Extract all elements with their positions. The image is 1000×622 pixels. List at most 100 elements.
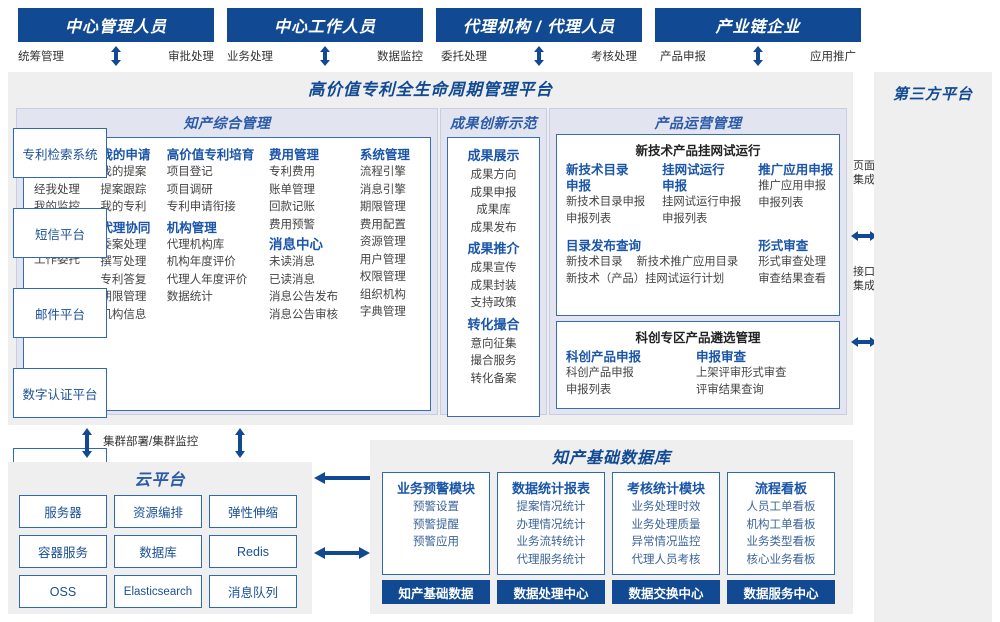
database-card-item[interactable]: 预警提醒	[413, 518, 459, 531]
database-footer[interactable]: 知产基础数据	[382, 580, 490, 604]
column-item[interactable]: 评审结果查询	[696, 384, 764, 396]
column-item[interactable]: 消息公告发布	[268, 291, 338, 303]
cloud-item-1[interactable]: 资源编排	[114, 495, 202, 528]
third-party-item-2[interactable]: 邮件平台	[13, 288, 107, 338]
cloud-item-3[interactable]: 容器服务	[19, 535, 107, 568]
achievement-item[interactable]: 支持政策	[470, 297, 517, 309]
column-item[interactable]: 推广应用申报	[758, 180, 827, 192]
achievement-item[interactable]: 成果封装	[470, 279, 517, 292]
achievement-item[interactable]: 撮合服务	[470, 355, 517, 367]
database-card-item[interactable]: 代理人员考核	[631, 553, 701, 566]
column-head[interactable]: 新技术目录申报	[566, 163, 629, 193]
column-item[interactable]: 形式审查处理	[758, 256, 827, 268]
column-head[interactable]: 机构管理	[166, 220, 217, 235]
achievement-item[interactable]: 成果宣传	[470, 262, 517, 274]
database-card-item[interactable]: 提案情况统计	[516, 501, 586, 513]
column-item[interactable]: 委案处理	[100, 238, 147, 251]
column-item[interactable]: 新技术推广应用目录	[636, 256, 739, 268]
column-item[interactable]: 机构信息	[100, 308, 147, 321]
column-item[interactable]: 已读消息	[268, 273, 315, 286]
column-item[interactable]: 费用预警	[268, 218, 315, 231]
achievement-item[interactable]: 意向征集	[470, 337, 517, 350]
column-item[interactable]: 撰写处理	[100, 256, 147, 268]
column-item[interactable]: 消息引擎	[359, 183, 406, 196]
database-card-item[interactable]: 机构工单看板	[746, 518, 816, 531]
achievement-item[interactable]: 成果库	[476, 204, 511, 216]
column-item[interactable]: 组织机构	[359, 288, 406, 301]
column-item[interactable]: 代理人年度评价	[166, 273, 248, 286]
column-item[interactable]: 字典管理	[359, 306, 406, 318]
third-party-item-1[interactable]: 短信平台	[13, 208, 107, 258]
achievement-head[interactable]: 成果展示	[467, 148, 520, 163]
column-item[interactable]: 资源管理	[359, 236, 406, 248]
database-card-item[interactable]: 代理服务统计	[516, 553, 586, 566]
column-item[interactable]: 申报列表	[566, 384, 612, 396]
column-item[interactable]: 新技术目录申报	[566, 196, 646, 208]
column-head[interactable]: 我的申请	[100, 148, 151, 162]
database-card-item[interactable]: 人员工单看板	[746, 501, 816, 513]
cloud-item-7[interactable]: Elasticsearch	[114, 575, 202, 608]
column-head[interactable]: 科创产品申报	[566, 350, 642, 364]
column-head[interactable]: 代理协同	[100, 220, 151, 235]
database-card-item[interactable]: 预警应用	[413, 536, 459, 548]
column-head[interactable]: 系统管理	[359, 148, 410, 162]
database-card-item[interactable]: 业务类型看板	[746, 536, 816, 548]
cloud-item-8[interactable]: 消息队列	[209, 575, 297, 608]
database-card-item[interactable]: 办理情况统计	[516, 518, 586, 531]
column-item[interactable]: 权限管理	[359, 271, 406, 283]
achievement-head[interactable]: 成果推介	[467, 241, 520, 256]
column-item[interactable]: 挂网试运行申报	[662, 196, 742, 208]
column-item[interactable]: 未读消息	[268, 256, 315, 268]
column-item[interactable]: 我的专利	[100, 201, 147, 213]
column-item[interactable]: 我的提案	[100, 166, 147, 178]
column-item[interactable]: 专利费用	[268, 166, 315, 178]
column-item[interactable]: 项目登记	[166, 166, 213, 178]
column-item[interactable]: 提案跟踪	[100, 183, 147, 196]
database-card-item[interactable]: 业务处理质量	[631, 518, 701, 531]
column-head[interactable]: 申报审查	[696, 350, 747, 364]
column-item[interactable]: 代理机构库	[166, 238, 225, 251]
column-item[interactable]: 专利申请衔接	[166, 201, 236, 213]
column-item[interactable]: 新技术目录	[566, 256, 623, 268]
column-item[interactable]: 流程引擎	[359, 166, 406, 178]
cloud-item-0[interactable]: 服务器	[19, 495, 107, 528]
achievement-head[interactable]: 转化撮合	[467, 316, 520, 332]
achievement-item[interactable]: 成果方向	[470, 169, 517, 181]
database-card-item[interactable]: 预警设置	[413, 501, 459, 513]
cloud-item-6[interactable]: OSS	[19, 575, 107, 608]
column-item[interactable]: 机构年度评价	[166, 256, 236, 268]
column-item[interactable]: 数据统计	[166, 291, 213, 303]
database-footer[interactable]: 数据服务中心	[727, 580, 835, 604]
database-footer[interactable]: 数据处理中心	[497, 580, 605, 604]
database-card-item[interactable]: 核心业务看板	[746, 553, 816, 566]
database-card-item[interactable]: 异常情况监控	[631, 536, 701, 548]
achievement-item[interactable]: 成果发布	[470, 221, 517, 234]
database-card-item[interactable]: 业务处理时效	[631, 501, 701, 513]
achievement-item[interactable]: 转化备案	[470, 372, 517, 385]
column-head[interactable]: 费用管理	[268, 148, 319, 162]
column-item[interactable]: 期限管理	[100, 291, 147, 303]
column-item[interactable]: 账单管理	[268, 183, 315, 196]
column-item[interactable]: 项目调研	[166, 183, 213, 196]
column-item[interactable]: 上架评审形式审查	[696, 367, 787, 379]
achievement-item[interactable]: 成果申报	[470, 186, 517, 199]
column-item[interactable]: 消息公告审核	[268, 308, 338, 321]
database-footer[interactable]: 数据交换中心	[612, 580, 720, 604]
cloud-item-5[interactable]: Redis	[209, 535, 297, 568]
third-party-item-3[interactable]: 数字认证平台	[13, 368, 107, 418]
column-head[interactable]: 挂网试运行申报	[662, 163, 725, 193]
column-item[interactable]: 用户管理	[359, 253, 406, 266]
column-head[interactable]: 高价值专利培育	[166, 148, 255, 162]
column-head[interactable]: 目录发布查询	[566, 239, 642, 253]
database-card-item[interactable]: 业务流转统计	[516, 536, 586, 548]
column-item[interactable]: 费用配置	[359, 218, 406, 231]
column-item[interactable]: 回款记账	[268, 201, 315, 213]
column-item[interactable]: 经我处理	[34, 183, 80, 196]
column-item[interactable]: 专利答复	[100, 273, 147, 286]
column-item[interactable]: 新技术（产品）挂网试运行计划	[566, 273, 725, 285]
cloud-item-2[interactable]: 弹性伸缩	[209, 495, 297, 528]
column-head[interactable]: 形式审查	[758, 239, 809, 253]
column-item[interactable]: 申报列表	[758, 197, 804, 209]
column-item[interactable]: 期限管理	[359, 201, 406, 213]
column-item[interactable]: 申报列表	[662, 213, 708, 225]
